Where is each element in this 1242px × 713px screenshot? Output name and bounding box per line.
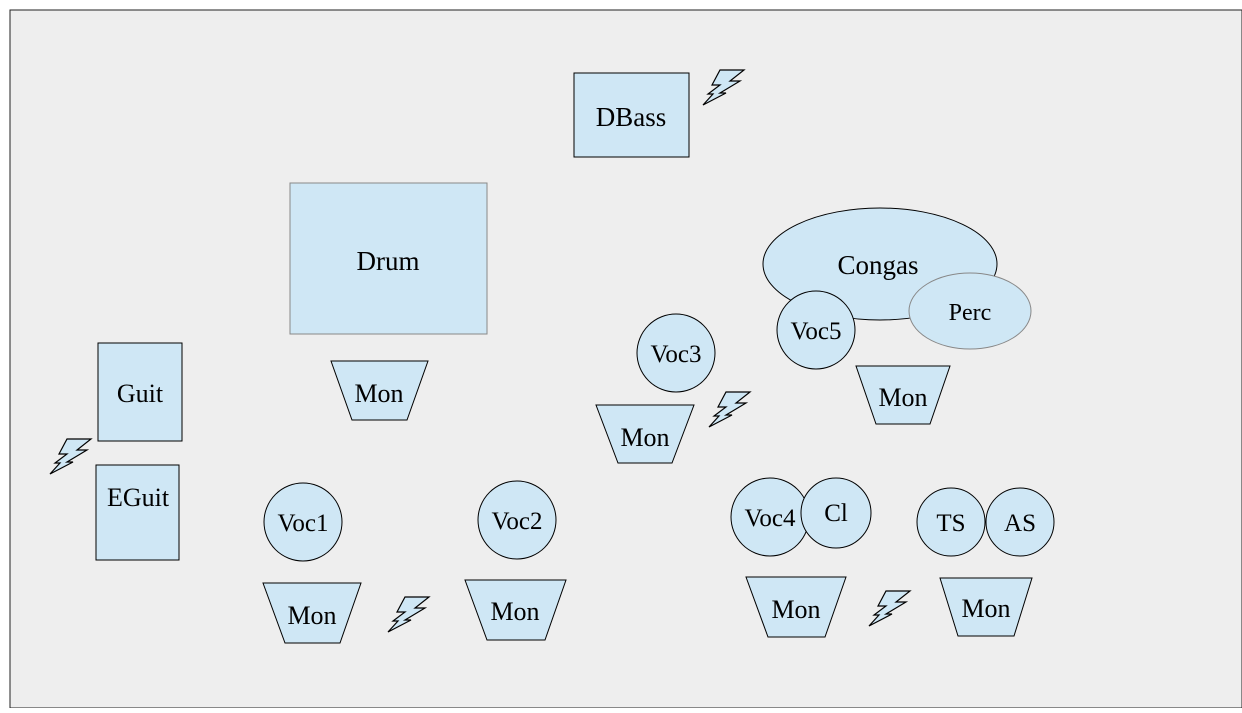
voc3-circle: Voc3: [636, 313, 716, 393]
monitor-voc2: Mon: [464, 579, 567, 641]
voc2-label: Voc2: [492, 508, 543, 535]
monitor-voc3: Mon: [595, 404, 695, 464]
voc5-circle: Voc5: [776, 290, 856, 370]
monitor-voc4: Mon: [745, 576, 847, 638]
ts-label: TS: [936, 510, 965, 537]
voc1-circle: Voc1: [263, 482, 343, 562]
perc-label: Perc: [949, 300, 992, 326]
dbass-label: DBass: [596, 102, 667, 132]
monitor-label: Mon: [490, 597, 539, 626]
as-circle: AS: [985, 487, 1055, 557]
monitor-label: Mon: [287, 601, 336, 630]
monitor-label: Mon: [620, 423, 669, 452]
voc1-label: Voc1: [278, 510, 329, 537]
monitor-label: Mon: [354, 379, 403, 408]
cl-circle: Cl: [800, 477, 872, 549]
drum-label: Drum: [357, 246, 420, 276]
as-label: AS: [1004, 510, 1036, 537]
cl-label: Cl: [824, 500, 848, 527]
drum-box: Drum: [289, 182, 488, 335]
guit-label: Guit: [117, 379, 164, 408]
monitor-label: Mon: [878, 383, 927, 412]
ts-circle: TS: [916, 487, 986, 557]
monitor-horns: Mon: [939, 577, 1033, 637]
perc-ellipse: Perc: [908, 272, 1032, 350]
voc4-label: Voc4: [745, 505, 796, 532]
dbass-box: DBass: [573, 72, 690, 158]
voc5-label: Voc5: [791, 318, 842, 345]
voc4-circle: Voc4: [730, 477, 810, 557]
monitor-label: Mon: [771, 595, 820, 624]
eguit-label: EGuit: [107, 483, 170, 512]
monitor-congas: Mon: [855, 365, 951, 425]
voc3-label: Voc3: [651, 341, 702, 368]
monitor-label: Mon: [961, 594, 1010, 623]
eguit-box: EGuit: [95, 464, 180, 561]
congas-label: Congas: [838, 250, 919, 280]
guit-box: Guit: [97, 342, 183, 442]
voc2-circle: Voc2: [477, 480, 557, 560]
monitor-drum: Mon: [330, 360, 429, 421]
monitor-voc1: Mon: [262, 582, 362, 644]
